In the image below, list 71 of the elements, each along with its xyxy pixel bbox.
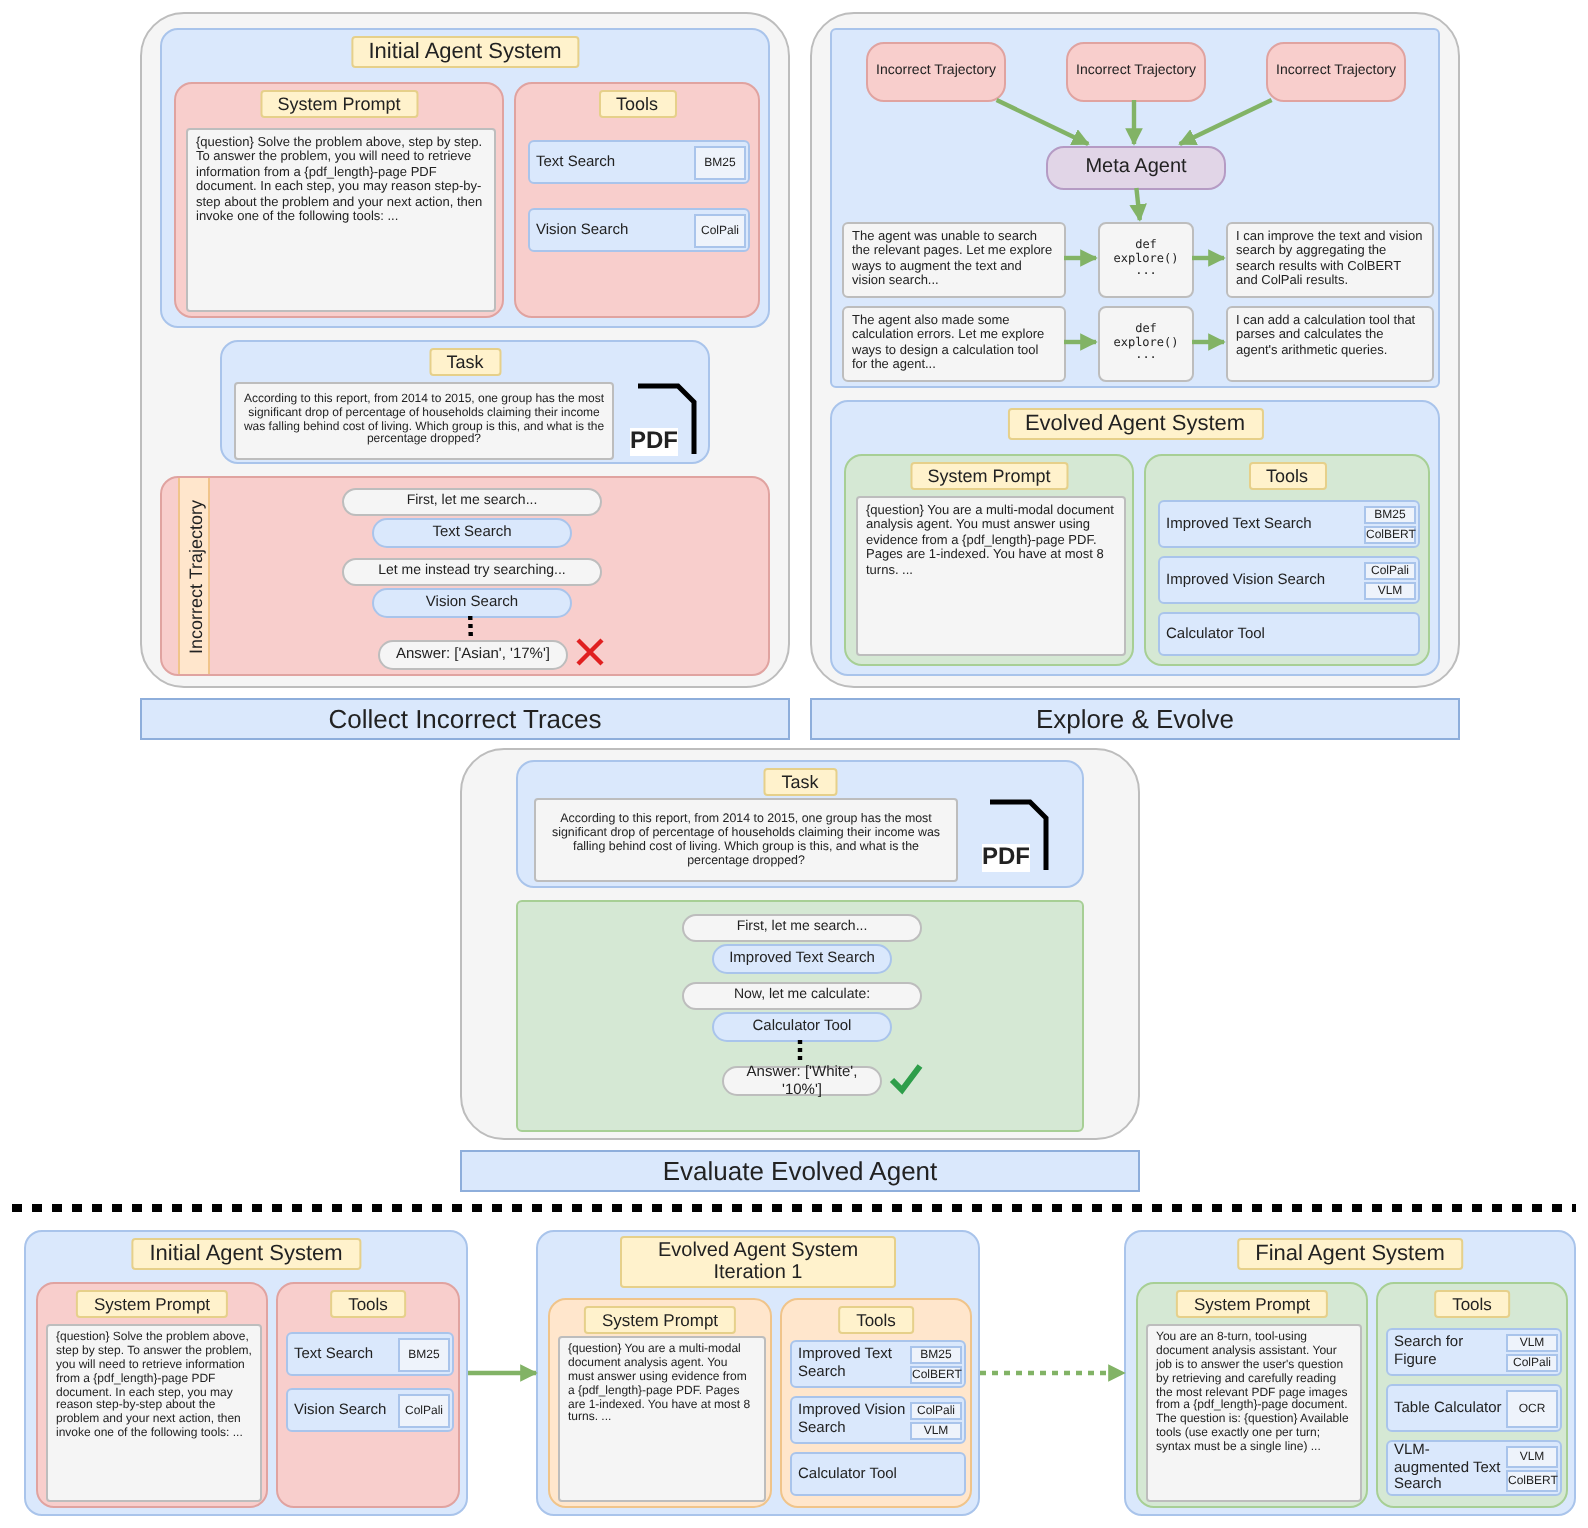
arrow <box>1192 249 1226 267</box>
exploration-panel <box>830 28 1440 388</box>
tool-card <box>286 1388 454 1432</box>
dotted-connector <box>797 1040 803 1064</box>
panel-title: Incorrect Trajectory <box>178 478 210 674</box>
arrow <box>468 1364 538 1382</box>
agent-system-panel <box>830 400 1440 676</box>
tool-card <box>1158 500 1420 548</box>
panel-title: Tools <box>1248 462 1326 490</box>
arrow <box>1129 187 1147 222</box>
panel-title: Tools <box>598 90 676 118</box>
agent-system-panel <box>160 28 770 328</box>
file-type-label: PDF <box>630 428 678 456</box>
section-banner: Evaluate Evolved Agent <box>460 1150 1140 1192</box>
agent-system-panel <box>24 1230 468 1516</box>
code-card <box>1098 222 1194 298</box>
system-prompt-panel <box>36 1282 268 1508</box>
arrow <box>1064 333 1098 351</box>
tool-card <box>528 208 750 252</box>
tools-panel <box>780 1298 972 1508</box>
tool-card <box>1386 1328 1562 1376</box>
panel-title: System Prompt <box>909 462 1069 490</box>
tool-card <box>1158 556 1420 604</box>
meta-agent-box: Meta Agent <box>1046 146 1226 190</box>
panel-title: System Prompt <box>1175 1290 1329 1318</box>
system-prompt-panel <box>1136 1282 1368 1508</box>
tools-panel <box>514 82 760 318</box>
trajectory-panel <box>160 476 770 676</box>
tools-panel <box>1144 454 1430 666</box>
code-card <box>1098 306 1194 382</box>
agent-system-panel <box>536 1230 980 1516</box>
arrow <box>1125 100 1143 146</box>
arrow <box>995 98 1090 146</box>
panel-title: Tools <box>330 1290 406 1318</box>
panel-title: System Prompt <box>259 90 419 118</box>
panel-title: Initial Agent System <box>131 1238 361 1270</box>
task-panel <box>516 760 1084 888</box>
tools-panel <box>1376 1282 1568 1508</box>
tool-card <box>528 140 750 184</box>
panel-title: Tools <box>838 1306 914 1334</box>
file-type-label: PDF <box>982 844 1030 872</box>
tool-card <box>790 1340 966 1388</box>
system-prompt-panel <box>548 1298 772 1508</box>
tools-panel <box>276 1282 460 1508</box>
section-banner: Explore & Evolve <box>810 698 1460 740</box>
arrow <box>1192 333 1226 351</box>
panel-title: System Prompt <box>583 1306 737 1334</box>
tool-card <box>1158 612 1420 656</box>
task-panel <box>220 340 710 464</box>
panel-title: Initial Agent System <box>350 36 580 68</box>
panel-title: Task <box>763 768 837 796</box>
section-banner: Collect Incorrect Traces <box>140 698 790 740</box>
panel-title: System Prompt <box>75 1290 229 1318</box>
trajectory-panel <box>516 900 1084 1132</box>
tool-card <box>1386 1384 1562 1432</box>
system-prompt-panel <box>174 82 504 318</box>
tool-card <box>790 1452 966 1496</box>
tool-card <box>790 1396 966 1444</box>
arrow <box>1178 98 1273 146</box>
panel-title: Task <box>428 348 502 376</box>
panel-title: Evolved Agent System Iteration 1 <box>620 1236 896 1288</box>
dotted-connector <box>468 615 473 639</box>
system-prompt-panel <box>844 454 1134 666</box>
tool-card <box>286 1332 454 1376</box>
panel-title: Tools <box>1434 1290 1510 1318</box>
agent-system-panel <box>1124 1230 1576 1516</box>
tool-card <box>1386 1440 1562 1496</box>
panel-title: Final Agent System <box>1237 1238 1463 1270</box>
dotted-connector <box>980 1364 1126 1382</box>
panel-title: Evolved Agent System <box>1006 408 1264 440</box>
arrow <box>1064 249 1098 267</box>
